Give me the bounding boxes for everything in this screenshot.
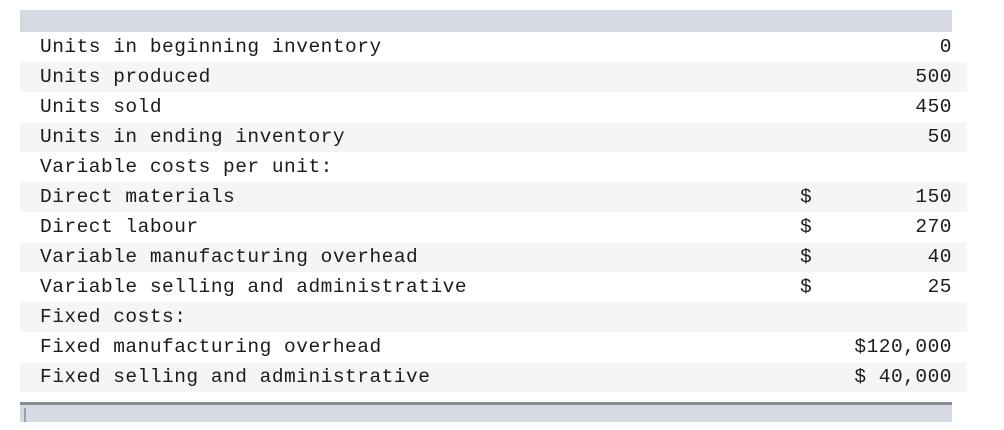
row-value — [836, 152, 967, 182]
row-currency-symbol: $ — [800, 186, 813, 208]
row-currency-symbol — [800, 32, 836, 62]
row-label: Direct labour — [40, 216, 199, 238]
row-label: Units in ending inventory — [40, 126, 346, 148]
table-row: Fixed costs: — [20, 302, 967, 332]
row-label: Fixed selling and administrative — [40, 366, 431, 388]
table-footer-band — [20, 402, 952, 422]
row-value: 25 — [927, 276, 952, 298]
table-row: Fixed selling and administrative $ 40,000 — [20, 362, 967, 392]
row-value: 270 — [915, 216, 952, 238]
row-value: $ 40,000 — [854, 366, 952, 388]
row-currency-symbol — [800, 92, 836, 122]
table-row: Direct labour $270 — [20, 212, 967, 242]
table-row: Variable manufacturing overhead $40 — [20, 242, 967, 272]
row-label: Fixed costs: — [40, 306, 187, 328]
row-value: 500 — [915, 66, 952, 88]
row-value: 150 — [915, 186, 952, 208]
row-value: 450 — [915, 96, 952, 118]
row-currency-symbol — [800, 152, 836, 182]
row-label: Units in beginning inventory — [40, 36, 382, 58]
row-currency-symbol — [800, 122, 836, 152]
table-row: Units in ending inventory 50 — [20, 122, 967, 152]
table-row: Variable costs per unit: — [20, 152, 967, 182]
row-label: Units produced — [40, 66, 211, 88]
row-currency-symbol: $ — [800, 276, 813, 298]
row-currency-symbol — [800, 62, 836, 92]
row-currency-symbol: $ — [800, 246, 813, 268]
row-label: Variable selling and administrative — [40, 276, 468, 298]
row-value: 40 — [927, 246, 952, 268]
row-value: 0 — [939, 36, 952, 58]
table-header-band — [20, 10, 952, 32]
table-row: Direct materials $150 — [20, 182, 967, 212]
row-label: Direct materials — [40, 186, 236, 208]
row-currency-symbol — [800, 302, 836, 332]
row-label: Units sold — [40, 96, 163, 118]
table-row: Units sold 450 — [20, 92, 967, 122]
table-row: Units produced 500 — [20, 62, 967, 92]
row-value — [836, 302, 967, 332]
row-value: $120,000 — [854, 336, 952, 358]
row-label: Variable manufacturing overhead — [40, 246, 419, 268]
table-row: Variable selling and administrative $25 — [20, 272, 967, 302]
footer-cell-divider — [24, 408, 26, 422]
table-row: Units in beginning inventory 0 — [20, 32, 967, 62]
row-label: Variable costs per unit: — [40, 156, 333, 178]
row-label: Fixed manufacturing overhead — [40, 336, 382, 358]
table-row: Fixed manufacturing overhead $120,000 — [20, 332, 967, 362]
row-currency-symbol: $ — [800, 216, 813, 238]
row-value: 50 — [927, 126, 952, 148]
